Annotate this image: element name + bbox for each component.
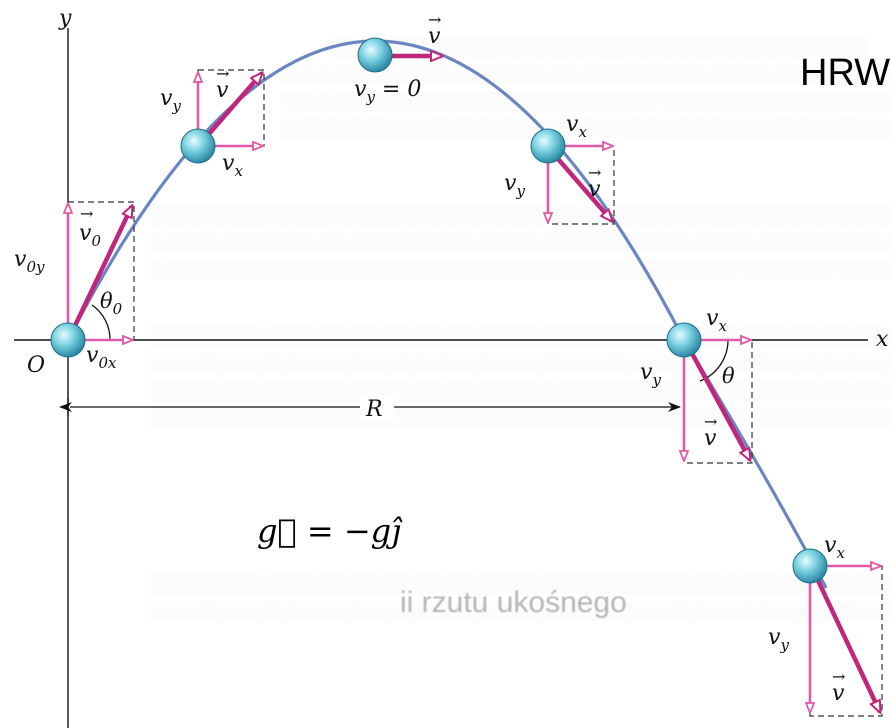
x-axis-label: x — [876, 327, 889, 352]
rising-v-vector — [200, 73, 262, 144]
box-launch — [67, 201, 135, 341]
rising-vx-label: vx — [222, 151, 243, 180]
v0x-label: v0x — [86, 343, 117, 372]
v0-vector — [69, 206, 135, 333]
landing-v-label: v — [704, 426, 717, 451]
falling-vy-label: vy — [504, 171, 525, 200]
v0y-label: v0y — [14, 247, 45, 276]
theta0-label: θ0 — [100, 289, 123, 318]
falling-v-vector — [550, 150, 612, 221]
origin-label: O — [27, 353, 45, 378]
ball-below — [792, 548, 828, 584]
falling-v-label: v — [588, 177, 601, 202]
balls — [50, 37, 828, 584]
landing-v-arrow-glyph: → — [704, 412, 717, 431]
falling-vx-label: vx — [566, 112, 587, 141]
below-v-label: v — [832, 681, 845, 706]
landing-v-vector — [686, 344, 752, 460]
below-vx-label: vx — [824, 533, 845, 562]
rising-v-label: v — [216, 78, 229, 103]
range-label-bg — [360, 395, 394, 419]
corner-label: HRW — [800, 52, 891, 94]
background-heading: ii rzutu ukośnego — [400, 586, 627, 619]
apex-v-arrow-glyph: → — [428, 10, 441, 29]
rising-vy-label: vy — [160, 86, 181, 115]
ball-launch — [50, 322, 86, 358]
ball-rising — [180, 128, 216, 164]
component-boxes — [67, 69, 883, 717]
below-v-arrow-glyph: → — [832, 667, 845, 686]
landing-vy-label: vy — [640, 360, 661, 389]
theta0-arc — [91, 304, 111, 341]
range-label: R — [365, 397, 383, 422]
apex-v-label: v — [428, 24, 441, 49]
falling-v-arrow-glyph: → — [588, 163, 601, 182]
rising-v-arrow-glyph: → — [216, 64, 229, 83]
ball-apex — [357, 37, 393, 73]
ball-landing — [666, 322, 702, 358]
y-axis-label: y — [58, 6, 72, 31]
theta-label: θ — [722, 364, 735, 388]
below-v-vector — [811, 571, 883, 712]
gravity-equation: g⃗ = −gĵ — [257, 512, 402, 550]
below-vy-label: vy — [768, 625, 789, 654]
v0-label: v0 — [79, 221, 101, 250]
v0-arrow-glyph: → — [80, 204, 93, 223]
apex-vy-zero-label: vy = 0 — [354, 77, 421, 106]
landing-vx-label: vx — [706, 306, 727, 335]
ball-falling — [530, 128, 566, 164]
